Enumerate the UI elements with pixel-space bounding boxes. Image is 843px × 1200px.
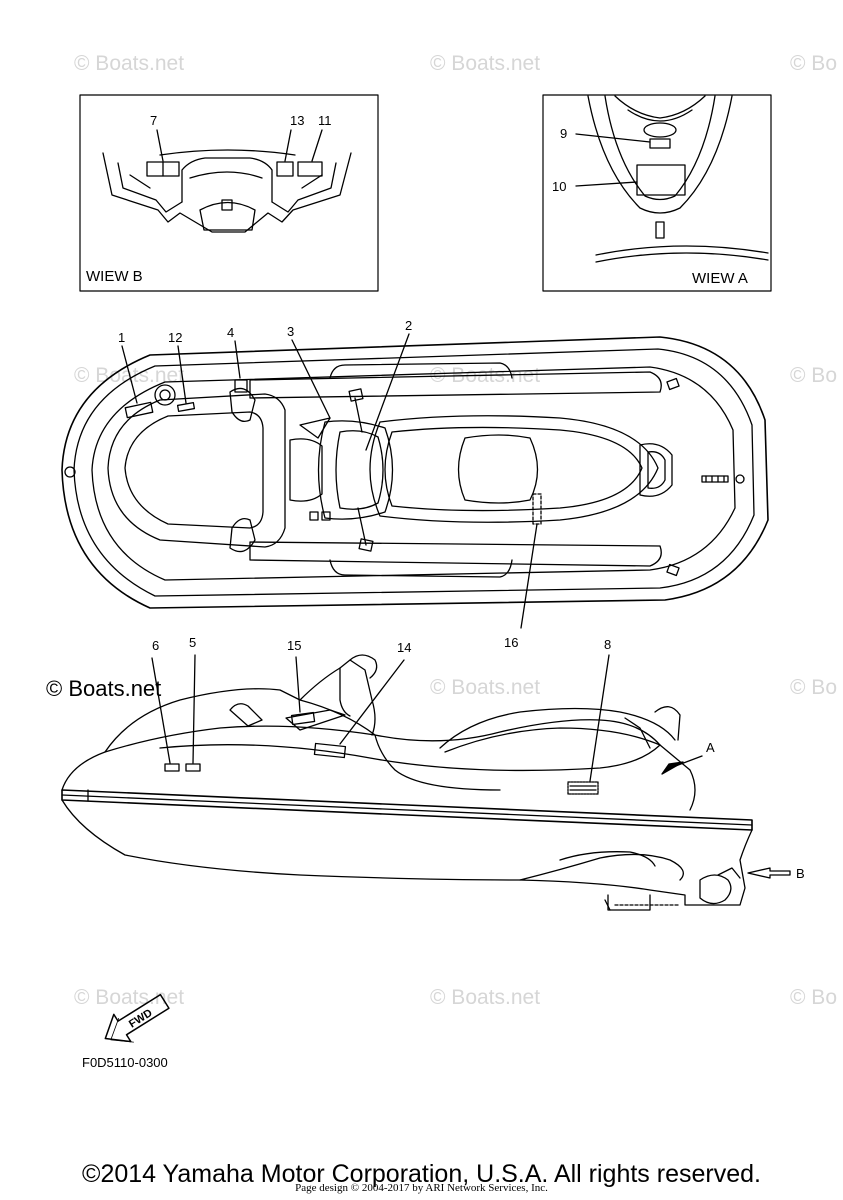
watermark: © Bo (790, 676, 837, 699)
watermark: © Boats.net (74, 986, 185, 1009)
callout-6: 6 (152, 638, 159, 653)
parts-diagram: 7 13 11 WIEW B 9 10 WIEW A (61, 94, 805, 1043)
watermark: © Boats.net (430, 676, 541, 699)
view-b-panel: 7 13 11 WIEW B (79, 94, 379, 292)
callout-2: 2 (405, 318, 412, 333)
callout-5: 5 (189, 635, 196, 650)
callout-14: 14 (397, 640, 411, 655)
watermark: © Bo (790, 52, 837, 75)
callout-15: 15 (287, 638, 301, 653)
callout-3: 3 (287, 324, 294, 339)
top-view: 1 12 4 3 2 16 (61, 318, 769, 650)
watermark: © Boats.net (430, 52, 541, 75)
side-view: 6 5 15 14 8 A B (61, 635, 805, 911)
copyright-notice: ©2014 Yamaha Motor Corporation, U.S.A. A… (82, 1160, 761, 1188)
callout-4: 4 (227, 325, 234, 340)
callout-11: 11 (318, 113, 332, 128)
view-a-panel: 9 10 WIEW A (542, 94, 772, 292)
callout-12: 12 (168, 330, 182, 345)
callout-16: 16 (504, 635, 518, 650)
view-b-caption: WIEW B (86, 268, 143, 285)
arrow-b-label: B (796, 866, 805, 881)
page-design-credit: Page design © 2004-2017 by ARI Network S… (295, 1182, 548, 1194)
callout-7: 7 (150, 113, 157, 128)
watermark: © Bo (790, 364, 837, 387)
view-a-caption: WIEW A (692, 270, 748, 287)
callout-9: 9 (560, 126, 567, 141)
fwd-arrow: FWD (104, 993, 170, 1043)
watermark: © Boats.net (430, 986, 541, 1009)
watermark: © Bo (790, 986, 837, 1009)
callout-10: 10 (552, 179, 566, 194)
fwd-label: FWD (127, 1007, 155, 1030)
drawing-code: F0D5110-0300 (82, 1055, 168, 1070)
callout-8: 8 (604, 637, 611, 652)
watermark: © Boats.net (74, 52, 185, 75)
callout-13: 13 (290, 113, 304, 128)
arrow-a-label: A (706, 740, 715, 755)
watermark-strong: © Boats.net (46, 676, 162, 701)
watermark: © Boats.net (74, 364, 185, 387)
callout-1: 1 (118, 330, 125, 345)
